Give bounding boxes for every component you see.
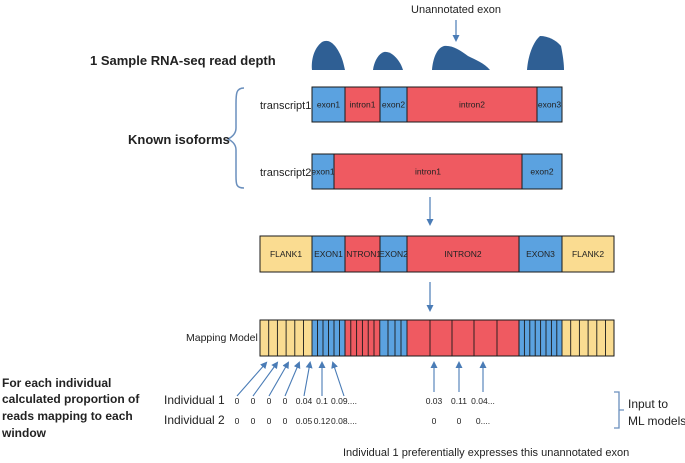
proportion-value: 0.03 (426, 396, 443, 406)
transcript1-label: transcript1 (260, 100, 311, 112)
input-label-line: Input to (628, 397, 668, 411)
bottom-note: Individual 1 preferentially expresses th… (343, 447, 629, 459)
combined-intron-label: INTRON2 (444, 249, 482, 259)
combined-exon-label: EXON1 (314, 249, 343, 259)
proportion-value: 0 (457, 416, 462, 426)
known-isoforms-label: Known isoforms (128, 132, 230, 147)
transcript1-intron-label: intron2 (459, 99, 485, 109)
combined-exon-label: EXON3 (526, 249, 555, 259)
mapping-region-intron (407, 320, 519, 356)
window-arrow (331, 361, 345, 397)
description-line: For each individual (2, 376, 111, 390)
transcript1-track: exon1 intron1 exon2 intron2 exon3 (311, 86, 563, 123)
window-arrow (236, 361, 268, 397)
proportion-value: 0 (251, 396, 256, 406)
transcript1-exon-label: exon2 (382, 99, 405, 109)
proportion-value: 0 (432, 416, 437, 426)
proportion-value: 0.12 (314, 416, 331, 426)
read-peak-exon3 (527, 36, 564, 70)
transcript1-intron-label: intron1 (350, 99, 376, 109)
description-line: calculated proportion of (2, 392, 140, 406)
transcript1-exon-segment (379, 86, 408, 123)
mapping-region-exon (380, 320, 407, 356)
proportion-value: 0.04 (296, 396, 313, 406)
window-arrow (268, 361, 289, 397)
mapping-model-border (259, 319, 615, 357)
read-peak-exon2 (373, 51, 403, 70)
combined-exon-label: EXON2 (379, 249, 408, 259)
proportion-value: 0.09.... (331, 396, 357, 406)
transcript1-exon-segment (536, 86, 563, 123)
proportion-value: 0 (267, 416, 272, 426)
transcript2-intron-label: intron1 (415, 166, 441, 176)
transcript2-exon-label: exon1 (311, 166, 334, 176)
read-depth-label: 1 Sample RNA-seq read depth (90, 53, 276, 68)
input-bracket (614, 391, 624, 429)
transcript2-track: exon1 intron1 exon2 (311, 153, 563, 190)
transcript2-exon-segment (521, 153, 563, 190)
combined-exon-segment (379, 235, 408, 273)
individual1-label: Individual 1 (164, 393, 225, 407)
individual2-label: Individual 2 (164, 413, 225, 427)
isoforms-brace (226, 87, 245, 189)
combined-flank-label: FLANK2 (572, 249, 604, 259)
transcript1-exon-label: exon3 (538, 99, 561, 109)
proportion-value: 0 (283, 396, 288, 406)
unannotated-exon-label: Unannotated exon (411, 4, 501, 16)
proportion-value: 0 (235, 396, 240, 406)
combined-flank-segment (561, 235, 615, 273)
window-arrows (236, 361, 487, 397)
transcript2-intron-segment (333, 153, 523, 190)
description-line: window (1, 426, 47, 440)
transcript1-exon-label: exon1 (317, 99, 340, 109)
combined-exon-segment (311, 235, 346, 273)
combined-intron-label: INTRON1 (344, 249, 382, 259)
description-line: reads mapping to each (2, 409, 133, 423)
proportion-value: 0.... (476, 416, 490, 426)
proportion-value: 0 (283, 416, 288, 426)
transcript2-exon-label: exon2 (530, 166, 553, 176)
transcript2-label: transcript2 (260, 167, 311, 179)
proportion-value: 0.04... (471, 396, 495, 406)
window-arrow (284, 361, 301, 397)
combined-exon-segment (518, 235, 563, 273)
proportion-value: 0.05 (296, 416, 313, 426)
combined-flank-label: FLANK1 (270, 249, 302, 259)
window-arrow (252, 361, 279, 397)
proportion-value: 0.1 (316, 396, 328, 406)
window-arrow (303, 361, 313, 397)
proportion-value: 0 (251, 416, 256, 426)
input-label-line: ML models (628, 414, 685, 428)
proportion-value: 0 (235, 416, 240, 426)
proportion-value: 0.11 (451, 396, 467, 406)
mapping-model-label: Mapping Model (186, 332, 258, 344)
transcript1-intron-segment (344, 86, 381, 123)
proportion-value: 0 (267, 396, 272, 406)
read-peak-exon1 (311, 40, 345, 70)
mapping-model-track (259, 319, 615, 357)
proportion-value: 0.08.... (331, 416, 357, 426)
read-peak-unannotated-exon (432, 45, 490, 70)
